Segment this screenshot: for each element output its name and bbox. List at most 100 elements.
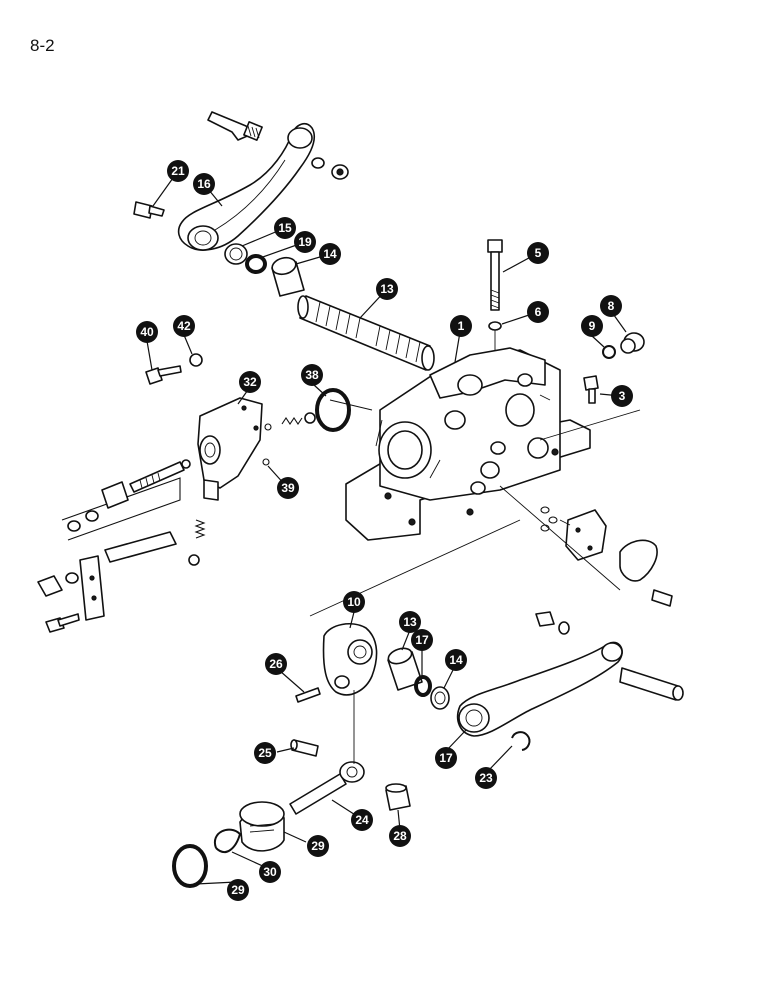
plug-8 [620,332,645,354]
svg-text:13: 13 [403,615,417,629]
callout-25: 25 [254,742,276,764]
o-ring-9 [602,345,616,359]
lever-parts-left [37,477,181,633]
housing-1 [345,347,591,541]
svg-text:3: 3 [619,389,626,403]
svg-text:13: 13 [380,282,394,296]
shaft-11 [297,295,435,371]
svg-text:6: 6 [535,305,542,319]
callout-14-bottom: 14 [445,649,467,671]
callout-9: 9 [581,315,603,337]
washer-42 [189,353,203,367]
svg-text:30: 30 [263,865,277,879]
callout-19: 23 [475,767,497,789]
page-number: 8-2 [30,36,55,55]
snap-ring-30 [213,828,242,853]
o-ring-29 [172,844,208,888]
svg-text:25: 25 [258,746,272,760]
bushing-14-top [224,243,248,265]
callout-21: 21 [167,160,189,182]
callout-6: 6 [527,301,549,323]
callout-11: 13 [376,278,398,300]
callout-14-top: 15 [274,217,296,239]
svg-text:15: 15 [278,221,292,235]
o-ring-17-top [245,254,267,274]
svg-text:1: 1 [458,319,465,333]
svg-text:10: 10 [347,595,361,609]
svg-text:19: 19 [298,235,312,249]
callout-28: 29 [307,835,329,857]
nut-washer-right [535,611,570,635]
svg-text:5: 5 [535,246,542,260]
svg-text:9: 9 [589,319,596,333]
callout-32: 32 [239,371,261,393]
svg-text:16: 16 [197,177,211,191]
svg-text:17: 17 [439,751,453,765]
bushing-14-bottom [430,686,450,710]
svg-text:38: 38 [305,368,319,382]
callout-3: 3 [611,385,633,407]
svg-text:26: 26 [269,657,283,671]
spring-lower [188,519,206,566]
callout-8: 8 [600,295,622,317]
bolt-5 [487,239,503,311]
svg-text:14: 14 [449,653,463,667]
snap-ring-19 [511,731,531,751]
lift-arm-left [177,122,316,251]
screw-26 [295,687,321,703]
bolt-21 [133,201,165,219]
svg-text:40: 40 [140,325,154,339]
svg-text:21: 21 [171,164,185,178]
piston-28 [239,801,285,852]
valve-body-32 [197,397,263,501]
svg-text:23: 23 [479,771,493,785]
o-ring-38 [315,388,351,432]
callout-38: 38 [301,364,323,386]
callout-24: 28 [389,825,411,847]
svg-text:28: 28 [393,829,407,843]
callout-17-top: 19 [294,231,316,253]
spring-right [264,412,316,431]
svg-text:8: 8 [608,299,615,313]
ball-39 [262,458,270,466]
callout-13-bottom: 13 [399,611,421,633]
svg-text:32: 32 [243,375,257,389]
rocker-arm-10 [322,623,378,696]
svg-text:42: 42 [177,319,191,333]
callout-13-top: 14 [319,243,341,265]
svg-text:17: 17 [415,633,429,647]
cover-plate [565,509,607,561]
pin-top [207,111,263,141]
callout-1: 1 [450,315,472,337]
bushing-24 [385,783,411,811]
callout-29: 29 [227,879,249,901]
bolt-40 [145,365,182,385]
washer-nut-top [311,157,349,180]
callout-17-bottom: 17 [411,629,433,651]
pin-right [619,667,684,701]
plunger-left [129,459,191,493]
pin-25 [290,739,319,757]
washer-6 [488,321,502,331]
callout-40: 40 [136,321,158,343]
callout-10: 10 [343,591,365,613]
sleeve-13-top [271,256,305,297]
svg-text:29: 29 [231,883,245,897]
o-ring-17-bottom [414,675,432,697]
svg-text:24: 24 [355,813,369,827]
connecting-rod-23 [289,761,365,815]
callout-26: 26 [265,653,287,675]
callout-39: 39 [277,477,299,499]
lift-arm-right [456,641,623,737]
callout-5: 5 [527,242,549,264]
sleeve-13-bottom [387,647,423,691]
callout-23: 24 [351,809,373,831]
svg-text:29: 29 [311,839,325,853]
callout-30: 30 [259,861,281,883]
cover-cap [619,539,673,607]
callout-16: 16 [193,173,215,195]
bolt-3 [583,375,599,404]
svg-text:14: 14 [323,247,337,261]
callout-15: 17 [435,747,457,769]
